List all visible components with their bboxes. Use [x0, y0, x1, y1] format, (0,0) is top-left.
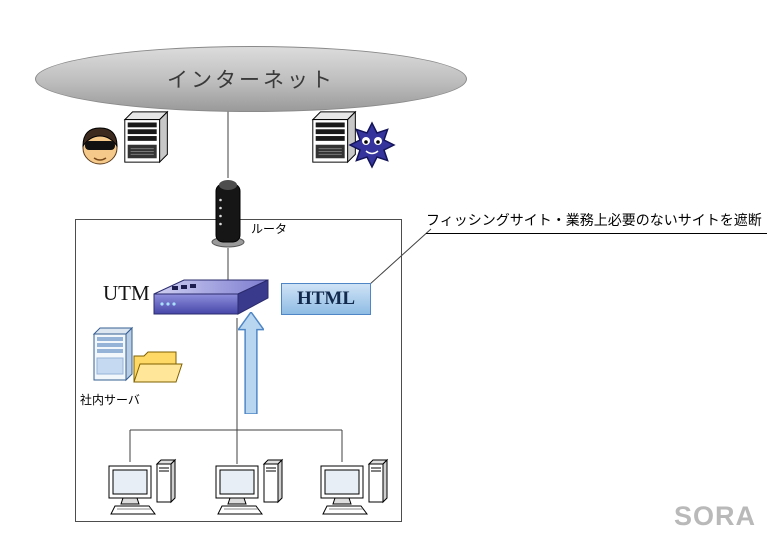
virus-server-icon [306, 108, 366, 166]
html-filter-label: HTML [296, 288, 356, 309]
internet-cloud: インターネット [35, 46, 467, 112]
annotation-text: フィッシングサイト・業務上必要のないサイトを遮断 [426, 210, 767, 234]
desktop-computer-icon [212, 458, 286, 520]
html-filter-box: HTML [281, 283, 371, 315]
arrow-up-icon [236, 310, 266, 415]
utm-label: UTM [103, 281, 150, 305]
watermark: SORA [674, 501, 757, 531]
attacker-server-icon [118, 108, 178, 166]
internal-server-label: 社内サーバ [80, 393, 140, 407]
desktop-computer-icon [105, 458, 179, 520]
router-label: ルータ [251, 222, 288, 236]
virus-icon [346, 120, 398, 170]
internal-server-icon [88, 324, 188, 392]
desktop-computer-icon [317, 458, 391, 520]
hacker-icon [70, 116, 130, 172]
router-icon [206, 176, 250, 248]
internet-label: インターネット [167, 69, 335, 92]
utm-appliance-icon [152, 276, 270, 318]
